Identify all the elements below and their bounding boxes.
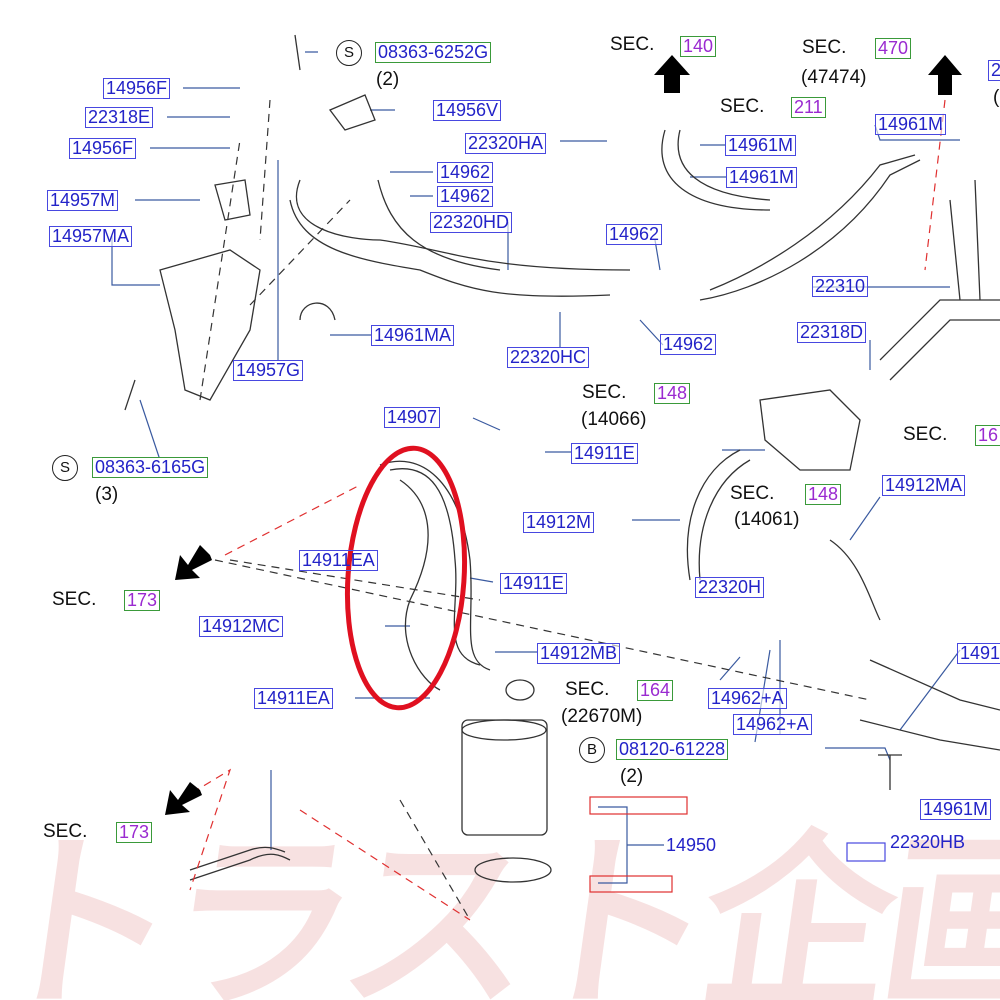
section-label: SEC. bbox=[582, 382, 627, 403]
part-label[interactable]: 14962+A bbox=[733, 714, 812, 735]
section-ref: ( bbox=[993, 87, 1000, 108]
leader-lines bbox=[111, 51, 961, 884]
part-label[interactable]: 14962 bbox=[437, 162, 494, 183]
part-label[interactable]: 14962+A bbox=[708, 688, 787, 709]
section-number[interactable]: 16 bbox=[975, 425, 1000, 446]
part-label[interactable]: 22320HC bbox=[507, 347, 590, 368]
section-label: SEC. bbox=[52, 589, 97, 610]
label-box bbox=[846, 842, 886, 862]
section-label: SEC. bbox=[610, 34, 655, 55]
part-label[interactable]: 08363-6165G bbox=[92, 457, 209, 478]
highlight-ellipse bbox=[344, 445, 468, 711]
part-label[interactable]: 14957M bbox=[47, 190, 119, 211]
part-label[interactable]: 22318D bbox=[797, 322, 867, 343]
part-label[interactable]: 14912MC bbox=[199, 616, 284, 637]
symbol-s: S bbox=[52, 455, 78, 481]
part-label[interactable]: 14907 bbox=[384, 407, 441, 428]
arrow-up-icon bbox=[928, 55, 962, 95]
part-label[interactable]: 22320HD bbox=[430, 212, 513, 233]
section-number[interactable]: 173 bbox=[116, 822, 153, 843]
section-label: SEC. bbox=[802, 37, 847, 58]
part-label[interactable]: 14911E bbox=[500, 573, 567, 594]
part-label[interactable]: 22320HA bbox=[465, 133, 547, 154]
arrow-down-left-icon bbox=[165, 782, 202, 815]
part-label[interactable]: 14950 bbox=[666, 835, 717, 855]
part-label[interactable]: 14961MA bbox=[371, 325, 455, 346]
part-label[interactable]: 14957MA bbox=[49, 226, 133, 247]
section-label: SEC. bbox=[903, 424, 948, 445]
part-label[interactable]: 14911EA bbox=[254, 688, 333, 709]
part-label[interactable]: 14912MA bbox=[882, 475, 966, 496]
part-label[interactable]: 14961M bbox=[726, 167, 798, 188]
section-number[interactable]: 164 bbox=[637, 680, 674, 701]
direction-arrows bbox=[165, 55, 962, 815]
symbol-b: B bbox=[579, 737, 605, 763]
arrow-down-left-icon bbox=[175, 545, 212, 580]
part-label[interactable]: 2 bbox=[988, 60, 1000, 81]
arrow-up-icon bbox=[654, 55, 690, 93]
part-label[interactable]: 14962 bbox=[437, 186, 494, 207]
section-label: SEC. bbox=[720, 96, 765, 117]
quantity-note: (2) bbox=[376, 69, 400, 90]
section-ref: (14061) bbox=[734, 509, 800, 530]
part-label[interactable]: 08363-6252G bbox=[375, 42, 492, 63]
section-label: SEC. bbox=[43, 821, 88, 842]
part-label[interactable]: 14911E bbox=[571, 443, 638, 464]
part-label[interactable]: 08120-61228 bbox=[616, 739, 729, 760]
part-label[interactable]: 14957G bbox=[233, 360, 304, 381]
red-dashed-lines bbox=[179, 99, 946, 921]
assembly-dashed-lines bbox=[199, 99, 871, 921]
part-label[interactable]: 14912MB bbox=[537, 643, 621, 664]
section-label: SEC. bbox=[730, 483, 775, 504]
part-label[interactable]: 14956F bbox=[69, 138, 137, 159]
section-ref: (14066) bbox=[581, 409, 647, 430]
part-label[interactable]: 14961M bbox=[920, 799, 992, 820]
part-label[interactable]: 14956F bbox=[103, 78, 171, 99]
part-label[interactable]: 14912M bbox=[523, 512, 595, 533]
quantity-note: (3) bbox=[95, 484, 119, 505]
hose-drawings bbox=[124, 34, 1000, 883]
section-ref: (47474) bbox=[801, 67, 867, 88]
part-label[interactable]: 22320HB bbox=[890, 832, 966, 852]
part-label[interactable]: 22310 bbox=[812, 276, 869, 297]
part-label[interactable]: 22320H bbox=[695, 577, 765, 598]
section-number[interactable]: 148 bbox=[805, 484, 842, 505]
section-number[interactable]: 173 bbox=[124, 590, 161, 611]
highlight-box bbox=[589, 796, 688, 815]
part-label[interactable]: 14962 bbox=[606, 224, 663, 245]
section-label: SEC. bbox=[565, 679, 610, 700]
part-label[interactable]: 1491 bbox=[957, 643, 1000, 664]
part-label[interactable]: 14911EA bbox=[299, 550, 378, 571]
part-label[interactable]: 14961M bbox=[875, 114, 947, 135]
section-number[interactable]: 470 bbox=[875, 38, 912, 59]
part-label[interactable]: 14961M bbox=[725, 135, 797, 156]
symbol-s: S bbox=[336, 40, 362, 66]
section-number[interactable]: 148 bbox=[654, 383, 691, 404]
part-label[interactable]: 22318E bbox=[85, 107, 154, 128]
section-ref: (22670M) bbox=[561, 706, 643, 727]
highlight-box bbox=[589, 875, 673, 893]
part-label[interactable]: 14962 bbox=[660, 334, 717, 355]
part-label[interactable]: 14956V bbox=[433, 100, 502, 121]
quantity-note: (2) bbox=[620, 766, 644, 787]
section-number[interactable]: 140 bbox=[680, 36, 717, 57]
section-number[interactable]: 211 bbox=[791, 97, 826, 118]
